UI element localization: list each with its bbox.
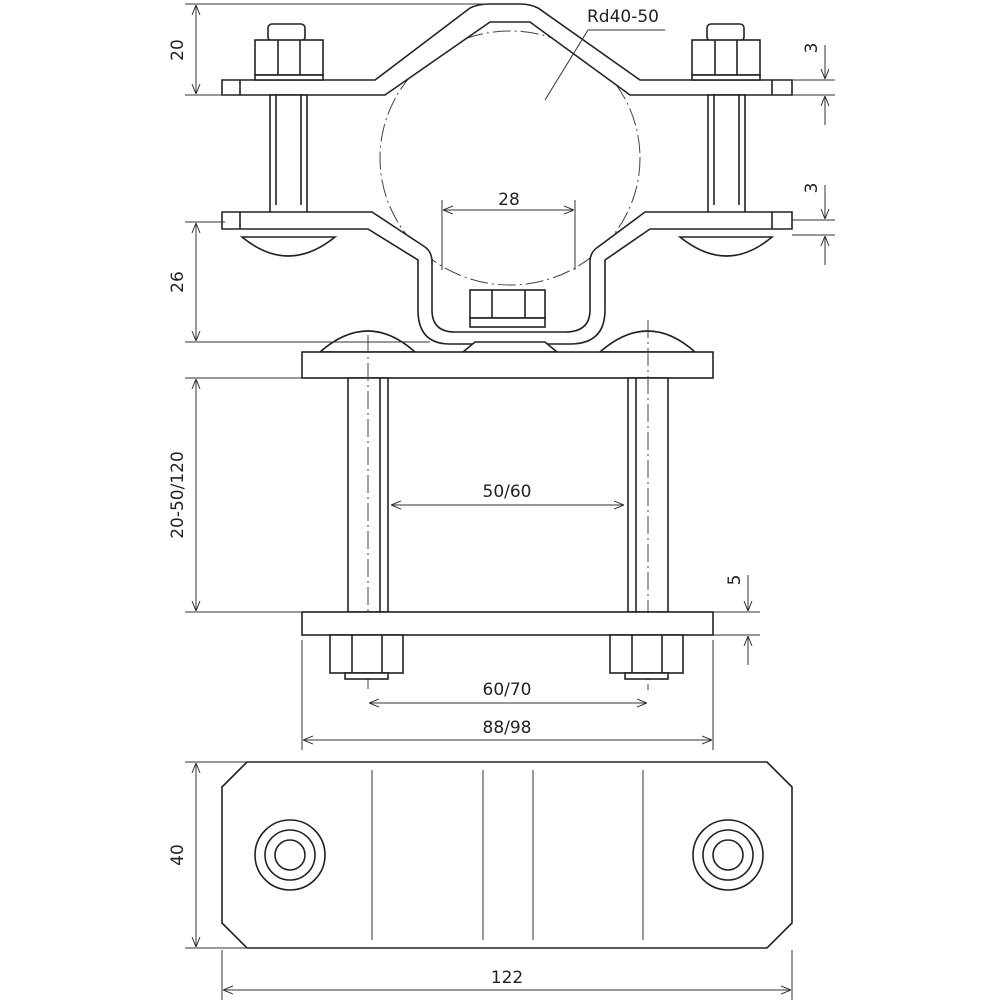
dimensions <box>185 3 835 1000</box>
lower-strap <box>221 211 793 345</box>
right-bolt <box>691 23 761 221</box>
left-dome <box>239 236 338 257</box>
upper-base-plate <box>301 351 714 379</box>
left-bolt <box>254 23 324 221</box>
label-bolt-spacing: 60/70 <box>483 680 532 700</box>
label-lower-height: 26 <box>168 271 188 293</box>
label-base-height: 40 <box>168 844 188 866</box>
right-dome <box>677 236 775 257</box>
lower-base-plate <box>301 611 714 636</box>
label-inner-width: 28 <box>498 190 520 210</box>
label-base-length: 122 <box>491 968 523 988</box>
dome-center <box>460 341 560 353</box>
dome-right <box>597 330 698 353</box>
label-strap-thickness-top: 3 <box>802 43 822 54</box>
left-nut <box>329 634 404 680</box>
base-plate-plan <box>221 761 793 949</box>
label-top-height: 20 <box>168 39 188 61</box>
center-nut <box>469 289 546 328</box>
label-clamp-range: 20-50/120 <box>168 451 188 539</box>
pipe-outline <box>379 30 641 286</box>
label-plate-thickness: 5 <box>725 575 745 586</box>
label-plate-width: 88/98 <box>483 718 532 738</box>
label-post-spacing: 50/60 <box>483 482 532 502</box>
right-nut <box>609 634 684 680</box>
label-rd: Rd40-50 <box>587 7 659 27</box>
label-strap-thickness-bottom: 3 <box>802 183 822 194</box>
upper-strap <box>221 3 793 96</box>
